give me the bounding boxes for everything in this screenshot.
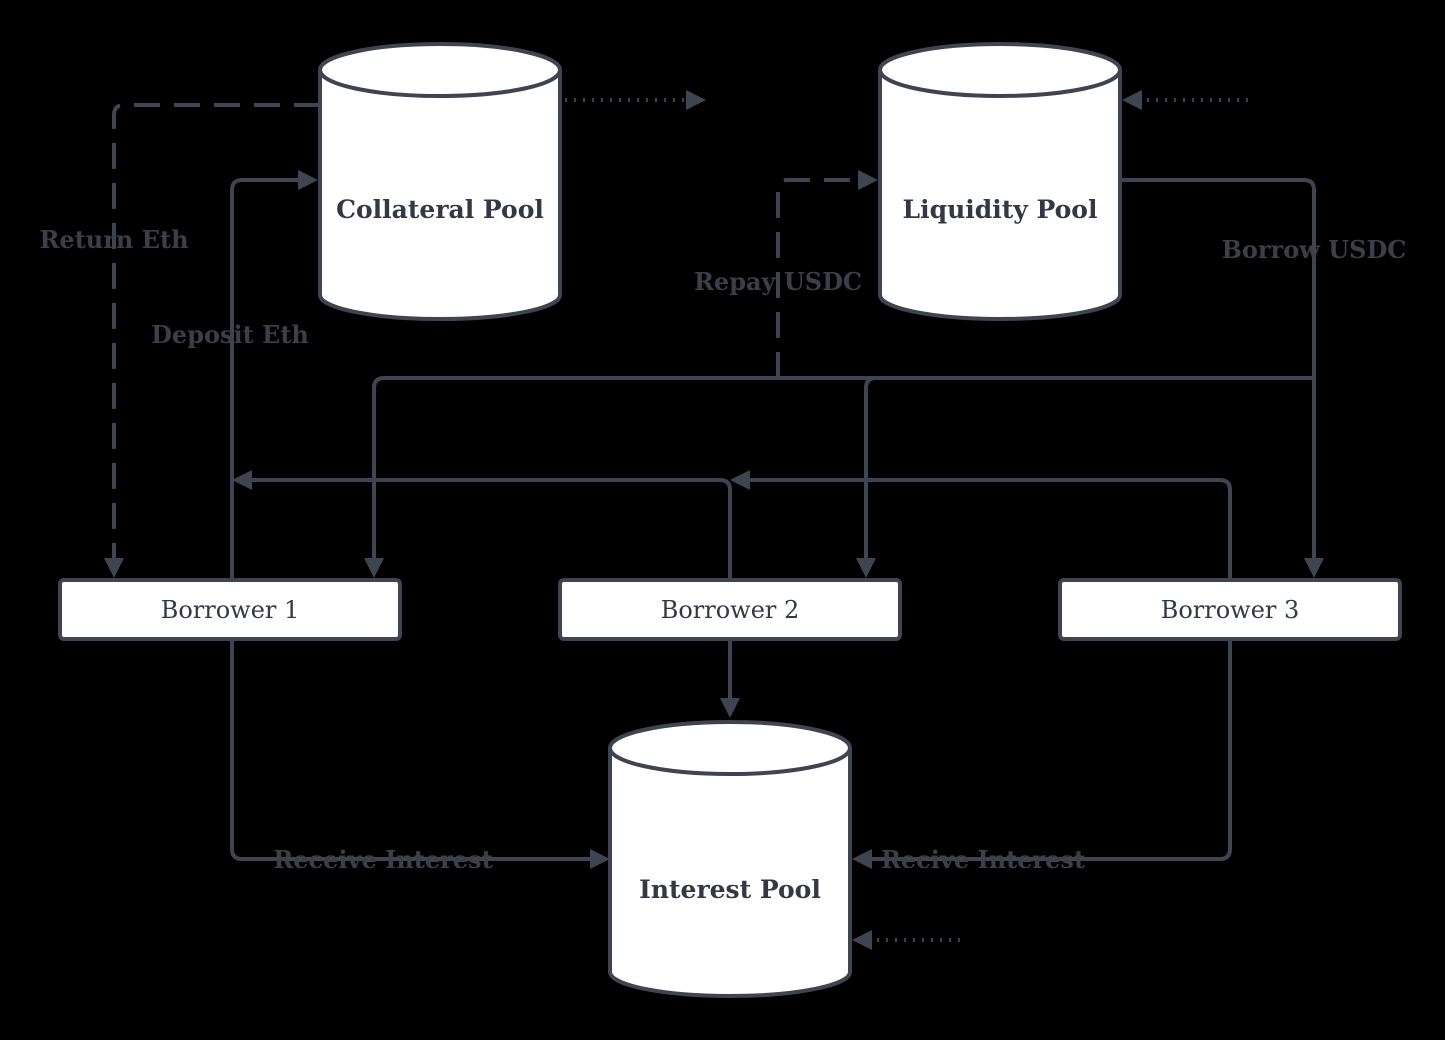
- edge-label-repay-usdc: Repay USDC: [694, 267, 862, 296]
- arrowhead-borrow-b2: [856, 558, 876, 578]
- edge-return-bus: [748, 478, 1232, 578]
- borrower-1: Borrower 1: [58, 578, 402, 641]
- borrower-3: Borrower 3: [1058, 578, 1402, 641]
- edge-return-bus-b2: [250, 478, 732, 578]
- arrowhead-interest-in: [852, 930, 872, 950]
- collateral-pool: Collateral Pool: [318, 42, 562, 321]
- edge-bus-b2: [864, 376, 877, 562]
- arrowhead-recive-interest: [852, 849, 872, 869]
- edge-label-recive-interest: Recive Interest: [881, 845, 1085, 874]
- arrowhead-b2-interest: [720, 698, 740, 718]
- edge-borrow-usdc: [1120, 178, 1316, 562]
- arrowhead-liquidity-in: [1122, 90, 1142, 110]
- collateral-pool-label: Collateral Pool: [336, 195, 544, 224]
- interest-pool-label: Interest Pool: [639, 875, 821, 904]
- arrowhead-borrow-b1: [364, 558, 384, 578]
- arrowhead-repay-usdc: [858, 170, 878, 190]
- edge-recive-interest: [872, 640, 1232, 861]
- interest-pool: Interest Pool: [608, 720, 852, 998]
- liquidity-pool-label: Liquidity Pool: [903, 195, 1098, 224]
- arrowhead-borrow-b3: [1304, 558, 1324, 578]
- arrowhead-return-eth: [104, 558, 124, 578]
- borrower-1-label: Borrower 1: [161, 596, 300, 624]
- edge-label-receive-interest: Receive Interest: [273, 845, 492, 874]
- edge-label-return-eth: Return Eth: [39, 225, 188, 254]
- edge-distribution-bus: [372, 376, 1314, 562]
- arrowhead-deposit-eth: [298, 170, 318, 190]
- edge-repay-usdc: [776, 178, 860, 378]
- liquidity-pool: Liquidity Pool: [878, 42, 1122, 321]
- edge-receive-interest: [230, 640, 590, 861]
- edge-label-deposit-eth: Deposit Eth: [151, 320, 309, 349]
- borrower-2: Borrower 2: [558, 578, 902, 641]
- arrowhead-collateral-out: [686, 90, 706, 110]
- borrower-3-label: Borrower 3: [1161, 596, 1300, 624]
- edge-label-borrow-usdc: Borrow USDC: [1222, 235, 1407, 264]
- borrower-2-label: Borrower 2: [661, 596, 800, 624]
- arrowhead-return-bus-b3: [730, 470, 750, 490]
- edge-return-eth: [112, 103, 320, 562]
- arrowhead-return-bus-b2: [232, 470, 252, 490]
- edge-deposit-eth: [230, 178, 300, 578]
- arrowhead-receive-interest: [590, 849, 610, 869]
